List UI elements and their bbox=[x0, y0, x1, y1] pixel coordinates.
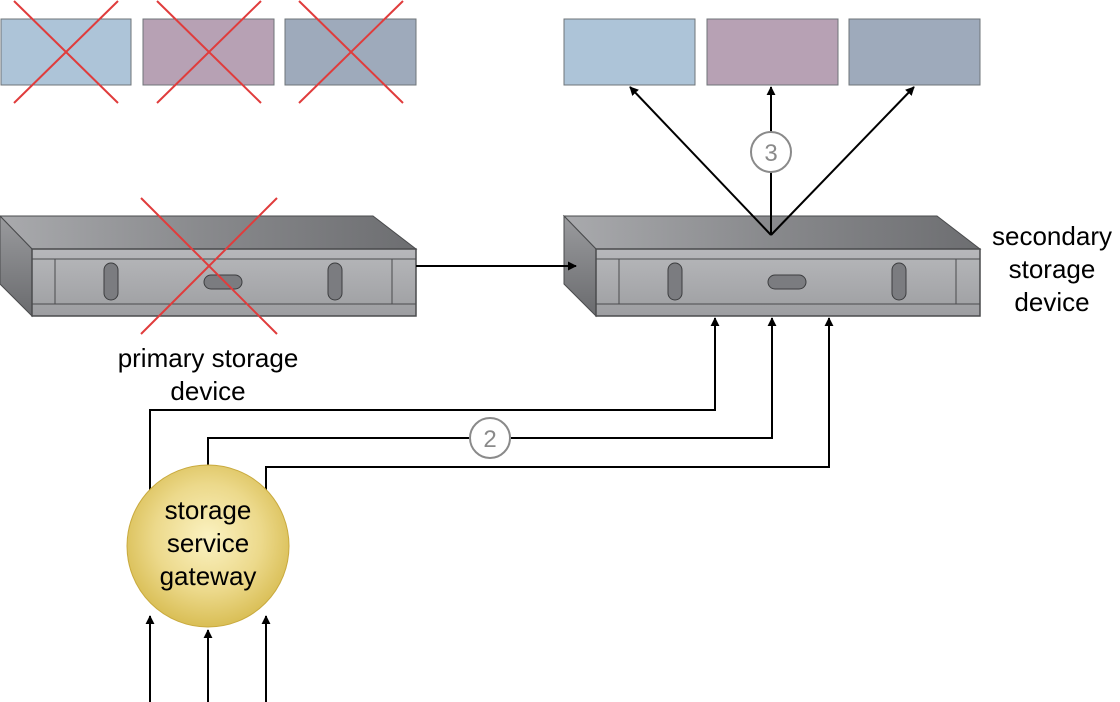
secondary-device-label-line-2: storage bbox=[1009, 254, 1096, 284]
step-3-label: 3 bbox=[764, 140, 777, 167]
gateway-label-line-1: storage bbox=[165, 495, 252, 525]
primary-device-label-line-2: device bbox=[170, 376, 245, 406]
secondary-device-slot-left bbox=[667, 262, 683, 301]
secondary-device-label-line-1: secondary bbox=[992, 221, 1112, 251]
step-2-marker: 2 bbox=[469, 417, 511, 459]
primary-volume-3-failed-mark bbox=[298, 0, 404, 104]
secondary-volume-3 bbox=[848, 18, 981, 86]
primary-volume-1-failed-mark bbox=[13, 0, 119, 104]
step-3-marker: 3 bbox=[750, 131, 792, 173]
primary-device-label-line-1: primary storage bbox=[118, 343, 299, 373]
gateway-label-line-2: service bbox=[167, 528, 249, 558]
gateway-label-line-3: gateway bbox=[160, 561, 257, 591]
secondary-device-label-line-3: device bbox=[1014, 287, 1089, 317]
secondary-device-slot-right bbox=[891, 262, 907, 301]
primary-storage-device bbox=[0, 197, 418, 335]
primary-volume-2-failed-mark bbox=[156, 0, 262, 104]
secondary-volumes bbox=[563, 18, 981, 86]
incoming-request-arrows bbox=[145, 615, 271, 702]
secondary-device-indicator bbox=[767, 274, 807, 290]
primary-device-slot-left bbox=[103, 262, 119, 301]
storage-service-gateway: storage service gateway bbox=[126, 464, 290, 628]
secondary-to-volumes-arrows bbox=[629, 86, 915, 236]
primary-volumes bbox=[0, 0, 417, 104]
secondary-volume-2 bbox=[706, 18, 839, 86]
step-2-label: 2 bbox=[483, 426, 496, 453]
primary-device-indicator bbox=[203, 274, 243, 290]
primary-device-slot-right bbox=[327, 262, 343, 301]
primary-device-failed-mark bbox=[140, 197, 278, 335]
secondary-volume-1 bbox=[563, 18, 696, 86]
